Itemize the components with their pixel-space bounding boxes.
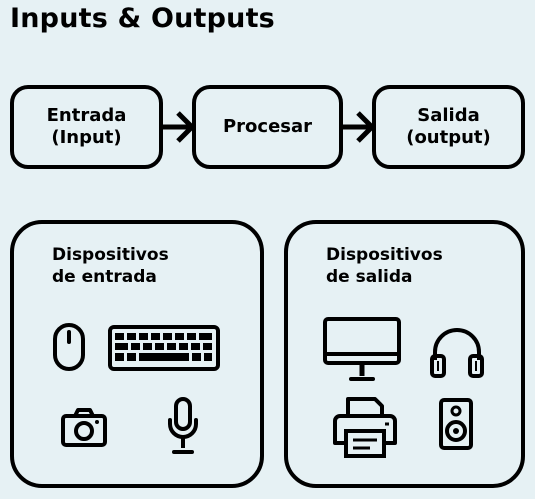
input-box-line2: (Input) xyxy=(51,127,122,148)
output-devices-group: Dispositivos de salida xyxy=(284,220,525,488)
output-box: Salida (output) xyxy=(372,85,525,169)
output-devices-title: Dispositivos de salida xyxy=(326,244,443,288)
output-devices-title-line2: de salida xyxy=(326,267,413,287)
output-box-line1: Salida xyxy=(417,105,480,126)
speaker-icon xyxy=(439,398,473,450)
printer-icon xyxy=(333,397,397,458)
output-devices-title-line1: Dispositivos xyxy=(326,245,443,265)
output-box-line2: (output) xyxy=(406,127,491,148)
arrow-right-icon xyxy=(342,111,376,143)
process-box-label: Procesar xyxy=(222,116,313,137)
input-box-line1: Entrada xyxy=(46,105,127,126)
monitor-icon xyxy=(323,317,401,381)
process-box: Procesar xyxy=(192,85,343,169)
input-box: Entrada (Input) xyxy=(10,85,163,169)
input-devices-title-line1: Dispositivos xyxy=(52,245,169,265)
arrow-right-icon xyxy=(162,111,196,143)
mouse-icon xyxy=(53,323,85,371)
input-devices-group: Dispositivos de entrada xyxy=(10,220,264,488)
input-devices-title: Dispositivos de entrada xyxy=(52,244,169,288)
keyboard-icon xyxy=(108,325,220,371)
microphone-icon xyxy=(168,397,198,454)
input-devices-title-line2: de entrada xyxy=(52,267,157,287)
page-title: Inputs & Outputs xyxy=(10,3,275,34)
camera-icon xyxy=(61,408,107,447)
headphones-icon xyxy=(430,328,484,378)
